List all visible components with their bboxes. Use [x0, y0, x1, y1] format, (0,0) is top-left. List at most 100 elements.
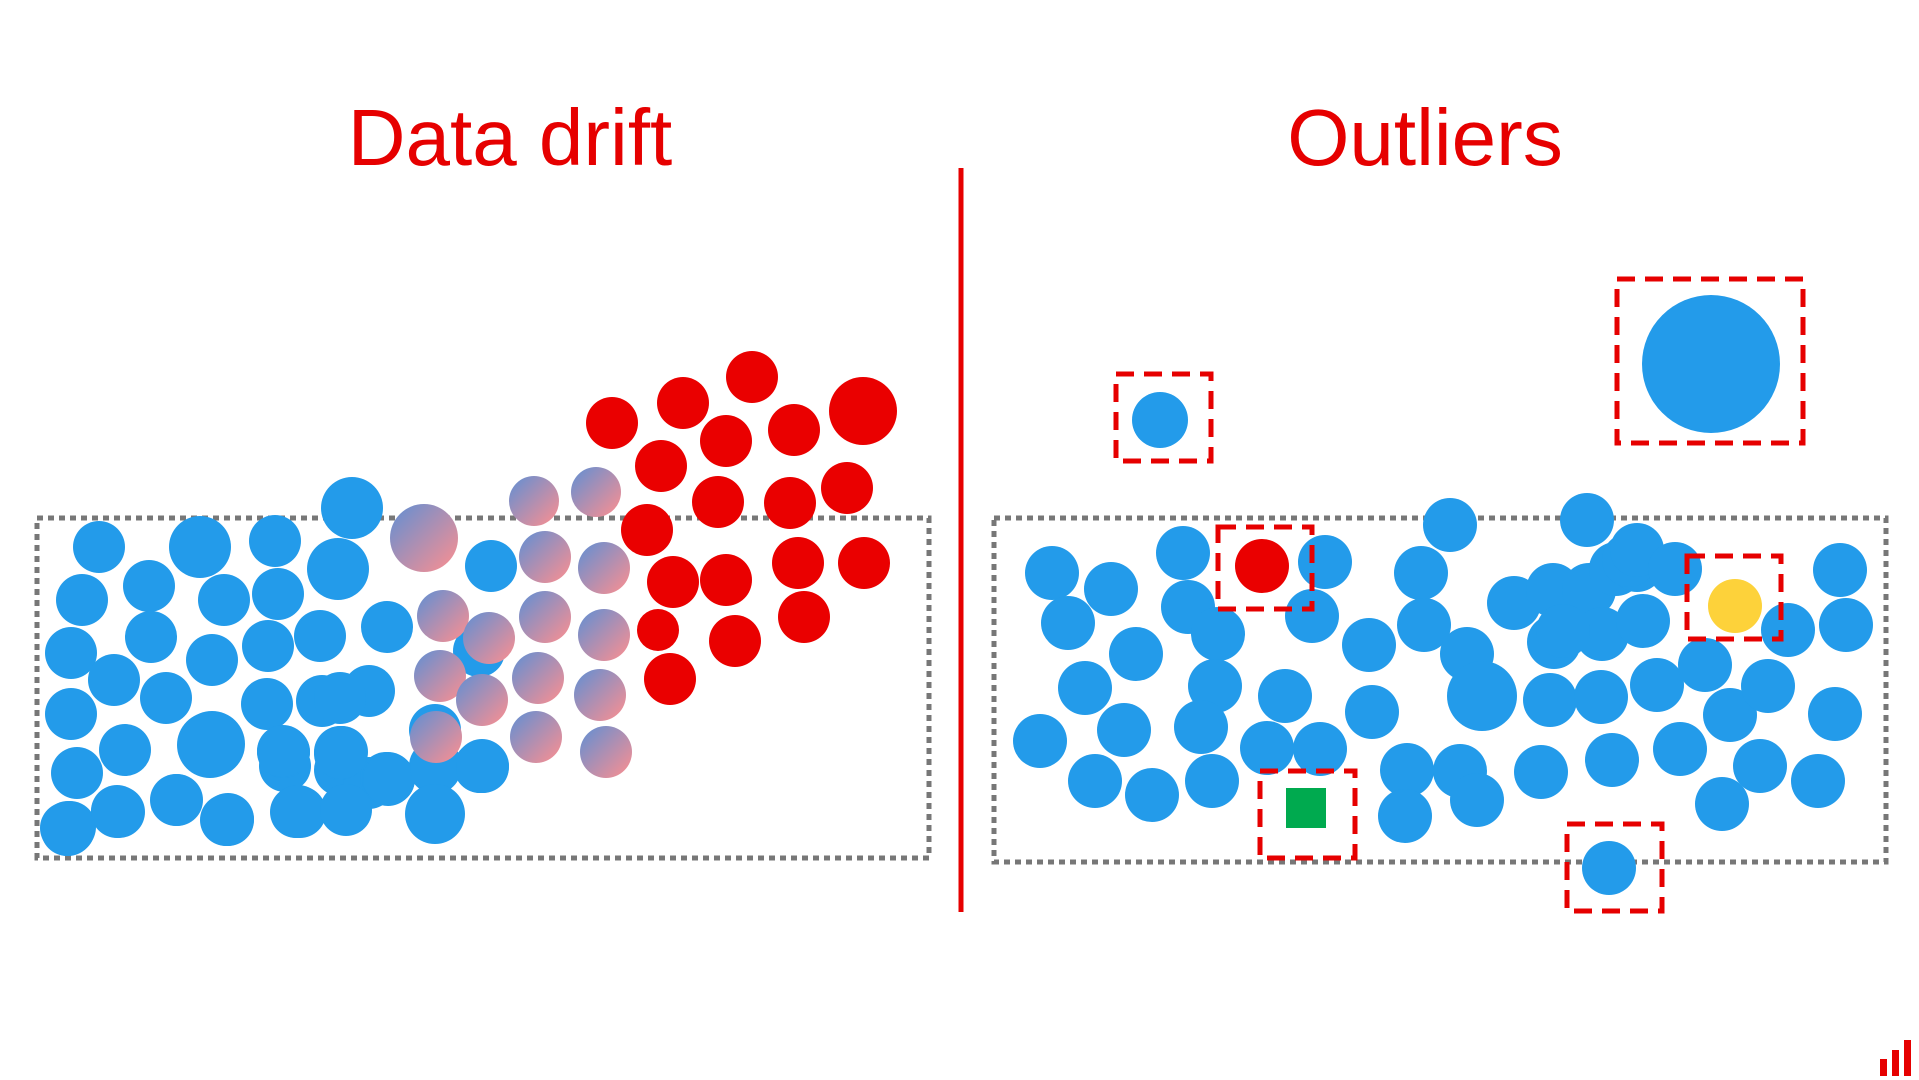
outlier-green-shape: [1257, 768, 1358, 861]
normal-points: [1013, 493, 1873, 843]
reference-point: [56, 574, 108, 626]
drifted-point: [838, 537, 890, 589]
reference-point: [177, 712, 243, 778]
reference-point: [186, 634, 238, 686]
normal-point: [1109, 627, 1163, 681]
normal-point: [1156, 526, 1210, 580]
drifting-points: [390, 467, 632, 778]
reference-point: [241, 678, 293, 730]
drifting-point: [519, 531, 571, 583]
drifted-points: [586, 351, 897, 705]
normal-point: [1185, 754, 1239, 808]
reference-point: [257, 725, 309, 777]
normal-point: [1585, 733, 1639, 787]
reference-point: [294, 610, 346, 662]
drifted-point: [700, 415, 752, 467]
outlier-point: [1132, 392, 1188, 448]
normal-point: [1345, 685, 1399, 739]
outlier-point: [1235, 539, 1289, 593]
drifting-point: [574, 669, 626, 721]
reference-point: [73, 521, 125, 573]
drifting-point: [463, 612, 515, 664]
drifting-point: [571, 467, 621, 517]
reference-point: [307, 538, 369, 600]
reference-point: [45, 627, 97, 679]
drifted-point: [637, 609, 679, 651]
normal-point: [1653, 722, 1707, 776]
drifting-point: [578, 542, 630, 594]
reference-point: [321, 477, 383, 539]
normal-point: [1678, 638, 1732, 692]
outlier-highlight-box: [1215, 524, 1315, 612]
normal-point: [1574, 670, 1628, 724]
drifted-point: [635, 440, 687, 492]
reference-point: [361, 601, 413, 653]
outlier-large-size: [1614, 276, 1806, 446]
outlier-yellow-color: [1684, 553, 1784, 642]
drifted-point: [778, 591, 830, 643]
outlier-point: [1582, 841, 1636, 895]
normal-point: [1097, 703, 1151, 757]
drifting-point: [580, 726, 632, 778]
outlier-point: [1708, 579, 1762, 633]
reference-point: [88, 654, 140, 706]
normal-point: [1285, 589, 1339, 643]
drifting-point: [417, 590, 469, 642]
normal-point: [1514, 745, 1568, 799]
outliers-title: Outliers: [1287, 93, 1563, 182]
normal-point: [1397, 598, 1451, 652]
outlier-point: [1642, 295, 1780, 433]
reference-point: [249, 515, 301, 567]
normal-point: [1695, 777, 1749, 831]
normal-point: [1813, 543, 1867, 597]
reference-point: [272, 785, 324, 837]
drifted-point: [621, 504, 673, 556]
normal-point: [1298, 535, 1352, 589]
normal-point: [1342, 618, 1396, 672]
normal-point: [1084, 562, 1138, 616]
normal-point: [1808, 687, 1862, 741]
normal-point: [1423, 498, 1477, 552]
reference-point: [314, 672, 366, 724]
normal-point: [1819, 598, 1873, 652]
reference-point: [169, 516, 231, 578]
drifting-point: [510, 711, 562, 763]
data-drift-title: Data drift: [347, 93, 673, 182]
reference-distribution-boundary: [34, 515, 932, 861]
normal-point: [1058, 661, 1112, 715]
reference-point: [45, 688, 97, 740]
reference-point: [198, 574, 250, 626]
normal-point: [1380, 743, 1434, 797]
drifted-point: [764, 477, 816, 529]
outlier-highlight-box: [1257, 768, 1358, 861]
outlier-highlight-box: [1564, 821, 1665, 914]
normal-point: [1188, 659, 1242, 713]
outlier-below: [1564, 821, 1665, 914]
outlier-red-color: [1215, 524, 1315, 612]
drifted-point: [647, 556, 699, 608]
normal-point: [1125, 768, 1179, 822]
drifted-point: [700, 554, 752, 606]
drifted-point: [829, 377, 897, 445]
reference-point: [320, 784, 372, 836]
outlier-far-left: [1113, 371, 1214, 464]
normal-point: [1616, 594, 1670, 648]
outlier-highlight-box: [1684, 553, 1784, 642]
normal-point: [1258, 669, 1312, 723]
reference-point: [405, 784, 465, 844]
drifting-point: [390, 504, 458, 572]
normal-point: [1293, 722, 1347, 776]
reference-point: [242, 620, 294, 672]
drifted-point: [586, 397, 638, 449]
drifting-point: [509, 476, 559, 526]
normal-point: [1575, 607, 1629, 661]
normal-point: [1041, 596, 1095, 650]
outlier-square-point: [1286, 788, 1326, 828]
outlier-highlight-box: [1113, 371, 1214, 464]
drifting-point: [410, 711, 462, 763]
reference-point: [140, 672, 192, 724]
bar-chart-logo-icon: [1880, 1040, 1911, 1076]
normal-point: [1068, 754, 1122, 808]
drifting-point: [414, 650, 466, 702]
